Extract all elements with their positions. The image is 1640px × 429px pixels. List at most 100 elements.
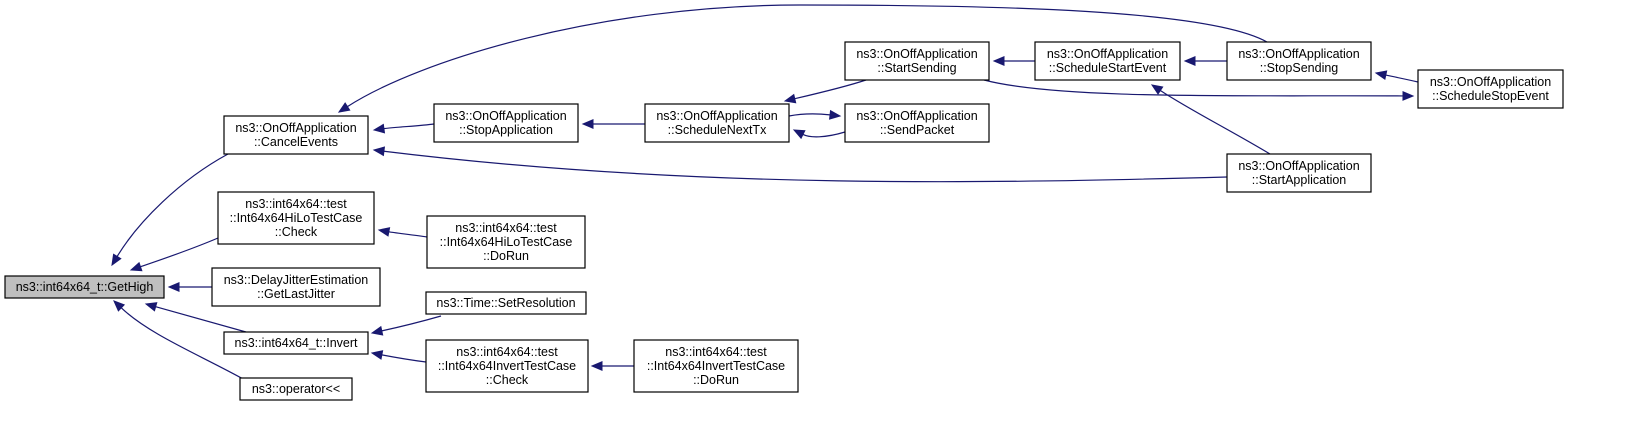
node-sendpacket[interactable]: ns3::OnOffApplication::SendPacket	[844, 103, 990, 143]
node-label: ::DoRun	[693, 373, 739, 387]
node-label: ::Int64x64HiLoTestCase	[230, 211, 363, 225]
arrowhead-icon	[590, 361, 603, 371]
node-operator[interactable]: ns3::operator<<	[239, 377, 353, 401]
node-box	[844, 41, 990, 81]
node-label: ::Check	[486, 373, 529, 387]
edge-line	[120, 307, 246, 381]
node-box	[426, 215, 586, 269]
node-label: ns3::DelayJitterEstimation	[224, 273, 369, 287]
edge-startsending-to-schedulenexttx	[783, 79, 867, 104]
edge-hilocheck-to-gethigh	[129, 237, 219, 272]
edge-line	[788, 113, 831, 117]
node-cancelevents[interactable]: ns3::OnOffApplication::CancelEvents	[223, 115, 369, 155]
edge-line	[983, 79, 1404, 97]
node-stopapplication[interactable]: ns3::OnOffApplication::StopApplication	[433, 103, 579, 143]
edge-getlastjitter-to-gethigh	[167, 282, 212, 292]
node-hilodorun[interactable]: ns3::int64x64::test::Int64x64HiLoTestCas…	[426, 215, 586, 269]
node-label: ns3::operator<<	[252, 382, 340, 396]
node-startsending[interactable]: ns3::OnOffApplication::StartSending	[844, 41, 990, 81]
node-label: ::ScheduleStartEvent	[1049, 61, 1167, 75]
node-label: ::Int64x64HiLoTestCase	[440, 235, 573, 249]
node-box	[1034, 41, 1181, 81]
edge-line	[116, 153, 229, 257]
node-label: ns3::OnOffApplication	[1238, 47, 1359, 61]
node-box	[425, 339, 589, 393]
node-box	[844, 103, 990, 143]
node-label: ::StopSending	[1260, 61, 1339, 75]
edge-cancelevents-to-gethigh	[111, 153, 229, 267]
edge-operator-to-gethigh	[113, 300, 246, 381]
edge-line	[381, 315, 442, 332]
edge-invert-to-gethigh	[144, 302, 247, 333]
arrowhead-icon	[337, 102, 351, 113]
arrowhead-icon	[783, 93, 797, 104]
node-label: ns3::OnOffApplication	[445, 109, 566, 123]
node-label: ns3::int64x64_t::Invert	[235, 336, 359, 350]
node-label: ::ScheduleNextTx	[668, 123, 767, 137]
node-getlastjitter[interactable]: ns3::DelayJitterEstimation::GetLastJitte…	[211, 267, 381, 307]
node-schedulestopevent[interactable]: ns3::OnOffApplication::ScheduleStopEvent	[1417, 69, 1564, 109]
node-schedulestartevent[interactable]: ns3::OnOffApplication::ScheduleStartEven…	[1034, 41, 1181, 81]
edge-line	[383, 123, 435, 130]
edge-stopapplication-to-cancelevents	[372, 123, 435, 134]
node-box	[433, 103, 579, 143]
node-setresolution[interactable]: ns3::Time::SetResolution	[425, 291, 587, 315]
edge-line	[383, 150, 1228, 183]
node-label: ::Int64x64InvertTestCase	[438, 359, 576, 373]
arrowhead-icon	[1150, 84, 1164, 95]
node-label: ::GetLastJitter	[257, 287, 335, 301]
arrowhead-icon	[992, 56, 1005, 66]
node-label: ns3::OnOffApplication	[1430, 75, 1551, 89]
edge-schedulestopevent-to-stopsending	[1374, 70, 1419, 83]
arrowhead-icon	[111, 253, 122, 267]
node-label: ns3::Time::SetResolution	[436, 296, 575, 310]
edge-invertcheck-to-invert	[370, 350, 427, 363]
node-schedulenexttx[interactable]: ns3::OnOffApplication::ScheduleNextTx	[644, 103, 790, 143]
edge-line	[140, 237, 219, 268]
node-label: ns3::int64x64::test	[665, 345, 767, 359]
edge-startapplication-to-cancelevents	[372, 146, 1228, 183]
node-label: ns3::OnOffApplication	[856, 109, 977, 123]
arrowhead-icon	[144, 302, 158, 312]
node-label: ::StopApplication	[459, 123, 553, 137]
node-box	[223, 115, 369, 155]
node-hilocheck[interactable]: ns3::int64x64::test::Int64x64HiLoTestCas…	[217, 191, 375, 245]
node-label: ns3::OnOffApplication	[1047, 47, 1168, 61]
arrowhead-icon	[1402, 90, 1415, 101]
node-label: ::DoRun	[483, 249, 529, 263]
node-label: ns3::OnOffApplication	[656, 109, 777, 123]
node-label: ns3::int64x64::test	[456, 345, 558, 359]
node-label: ns3::int64x64::test	[245, 197, 347, 211]
edge-line	[381, 354, 427, 363]
node-box	[1417, 69, 1564, 109]
node-stopsending[interactable]: ns3::OnOffApplication::StopSending	[1226, 41, 1372, 81]
node-label: ::StartSending	[877, 61, 956, 75]
arrowhead-icon	[372, 146, 386, 157]
node-label: ns3::OnOffApplication	[235, 121, 356, 135]
node-box	[644, 103, 790, 143]
node-box	[211, 267, 381, 307]
node-label: ::CancelEvents	[254, 135, 338, 149]
node-label: ns3::int64x64_t::GetHigh	[16, 280, 154, 294]
arrowhead-icon	[113, 300, 126, 312]
edge-line	[388, 231, 428, 238]
node-box	[217, 191, 375, 245]
node-label: ::StartApplication	[1252, 173, 1347, 187]
node-invert[interactable]: ns3::int64x64_t::Invert	[223, 331, 369, 355]
node-startapplication[interactable]: ns3::OnOffApplication::StartApplication	[1226, 153, 1372, 193]
arrowhead-icon	[167, 282, 180, 292]
node-box	[4, 275, 165, 299]
node-gethigh[interactable]: ns3::int64x64_t::GetHigh	[4, 275, 165, 299]
edge-line	[347, 4, 1268, 108]
node-label: ::SendPacket	[880, 123, 955, 137]
edge-startapplication-to-schedulestartevent	[1150, 84, 1271, 155]
node-invertcheck[interactable]: ns3::int64x64::test::Int64x64InvertTestC…	[425, 339, 589, 393]
node-invertdorun[interactable]: ns3::int64x64::test::Int64x64InvertTestC…	[633, 339, 799, 393]
edges-layer	[111, 4, 1419, 381]
edge-stopsending-to-cancelevents	[337, 4, 1268, 113]
arrowhead-icon	[1374, 70, 1388, 81]
node-box	[633, 339, 799, 393]
node-box	[239, 377, 353, 401]
arrowhead-icon	[829, 109, 842, 120]
node-label: ns3::OnOffApplication	[1238, 159, 1359, 173]
